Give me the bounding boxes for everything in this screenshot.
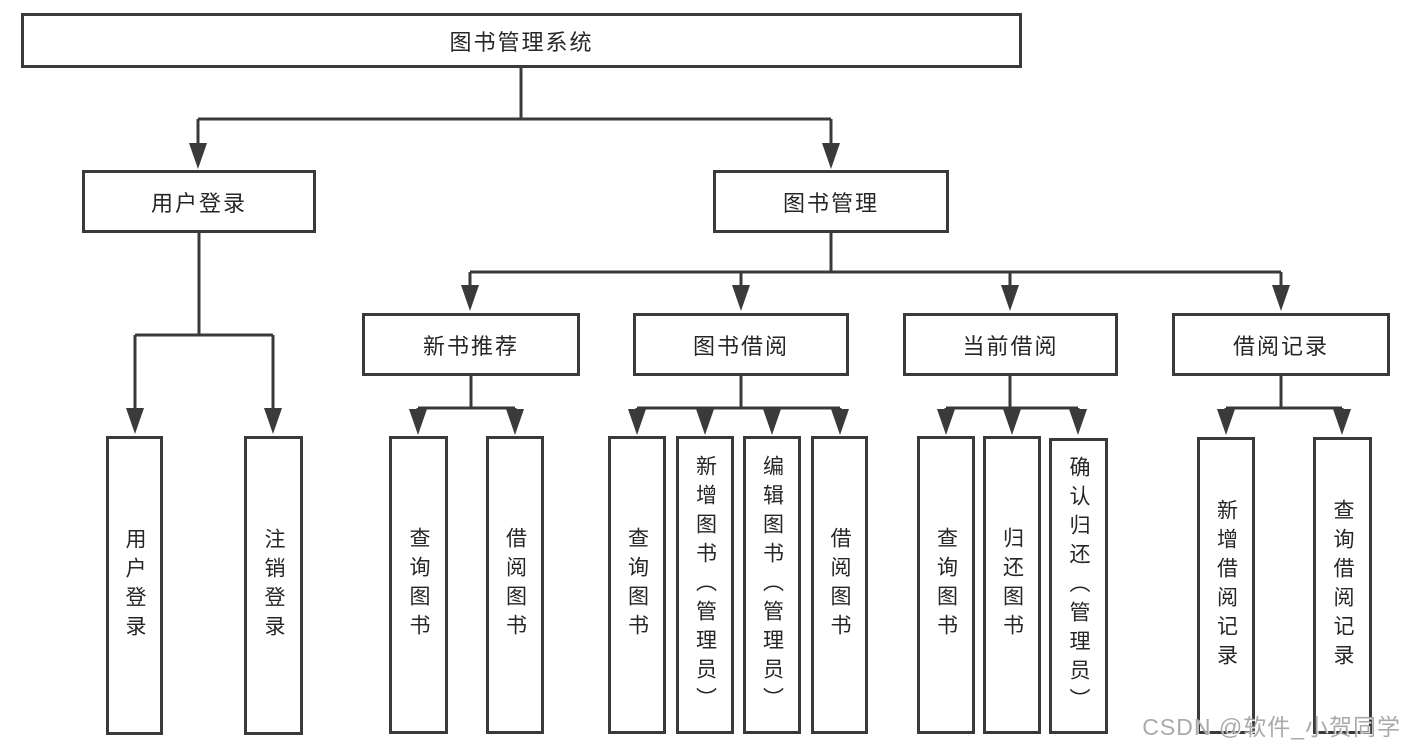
node-label: 编辑图书（管理员） — [760, 454, 784, 716]
node-label: 用户登录 — [123, 527, 146, 644]
leaf-return-book: 归还图书 — [983, 436, 1041, 734]
connector-bookmgmt-to-level3 — [468, 233, 1283, 286]
node-label: 借阅图书 — [503, 527, 527, 643]
arrowhead-icon — [189, 143, 207, 169]
connector-bookborrow-to-leaves — [635, 376, 842, 410]
arrowhead-icon — [937, 409, 955, 435]
leaf-logout: 注销登录 — [244, 436, 303, 735]
connector-root-to-level2 — [196, 68, 833, 144]
node-book-borrow: 图书借阅 — [633, 313, 849, 376]
leaf-borrow-books: 借阅图书 — [811, 436, 868, 734]
node-label: 查询图书 — [934, 527, 958, 643]
connector-userlogin-to-leaves — [133, 233, 275, 409]
arrowhead-icon — [696, 409, 714, 435]
node-label: 查询借阅记录 — [1331, 498, 1354, 673]
node-label: 借阅记录 — [1232, 333, 1329, 359]
arrowhead-icon — [1272, 285, 1290, 311]
arrowhead-icon — [461, 285, 479, 311]
node-label: 借阅图书 — [828, 527, 851, 643]
node-label: 图书管理系统 — [449, 29, 594, 55]
node-label: 查询图书 — [407, 527, 430, 643]
arrowhead-icon — [1217, 409, 1235, 435]
node-label: 用户登录 — [150, 190, 247, 216]
leaf-query-books-borrow: 查询图书 — [608, 436, 666, 734]
leaf-add-book-admin: 新增图书（管理员） — [676, 436, 734, 734]
arrowhead-icon — [1333, 409, 1351, 435]
arrowhead-icon — [831, 409, 849, 435]
leaf-borrow-books-recommend: 借阅图书 — [486, 436, 544, 734]
node-label: 图书借阅 — [692, 333, 789, 359]
leaf-confirm-return-admin: 确认归还（管理员） — [1049, 438, 1108, 734]
arrowhead-icon — [409, 409, 427, 435]
csdn-watermark: CSDN @软件_小贺同学 — [1142, 714, 1401, 740]
connector-currentborrow-to-leaves — [944, 376, 1080, 410]
node-label: 归还图书 — [1000, 527, 1024, 643]
arrowhead-icon — [1069, 409, 1087, 435]
node-label: 新增借阅记录 — [1214, 498, 1238, 673]
leaf-query-books-recommend: 查询图书 — [389, 436, 448, 734]
node-borrow-records: 借阅记录 — [1172, 313, 1390, 376]
node-label: 查询图书 — [625, 527, 649, 643]
node-user-login: 用户登录 — [82, 170, 316, 233]
node-label: 图书管理 — [782, 190, 879, 216]
arrowhead-icon — [506, 409, 524, 435]
arrowhead-icon — [1001, 285, 1019, 311]
node-current-borrow: 当前借阅 — [903, 313, 1118, 376]
arrowhead-icon — [763, 409, 781, 435]
node-library-management-system: 图书管理系统 — [21, 13, 1022, 68]
arrowhead-icon — [732, 285, 750, 311]
connector-newbook-to-leaves — [416, 376, 517, 410]
node-book-management: 图书管理 — [713, 170, 949, 233]
leaf-query-borrow-record: 查询借阅记录 — [1313, 437, 1372, 734]
node-label: 注销登录 — [262, 527, 285, 644]
arrowhead-icon — [264, 408, 282, 434]
leaf-add-borrow-record: 新增借阅记录 — [1197, 437, 1255, 734]
node-label: 新增图书（管理员） — [693, 454, 717, 716]
arrowhead-icon — [822, 143, 840, 169]
node-label: 确认归还（管理员） — [1067, 455, 1090, 717]
node-new-book-recommend: 新书推荐 — [362, 313, 580, 376]
node-label: 新书推荐 — [422, 333, 519, 359]
leaf-user-login: 用户登录 — [106, 436, 163, 735]
leaf-query-books-current: 查询图书 — [917, 436, 975, 734]
connector-records-to-leaves — [1224, 376, 1344, 410]
arrowhead-icon — [628, 409, 646, 435]
leaf-edit-book-admin: 编辑图书（管理员） — [743, 436, 801, 734]
node-label: 当前借阅 — [962, 333, 1059, 359]
arrowhead-icon — [1003, 409, 1021, 435]
arrowhead-icon — [126, 408, 144, 434]
